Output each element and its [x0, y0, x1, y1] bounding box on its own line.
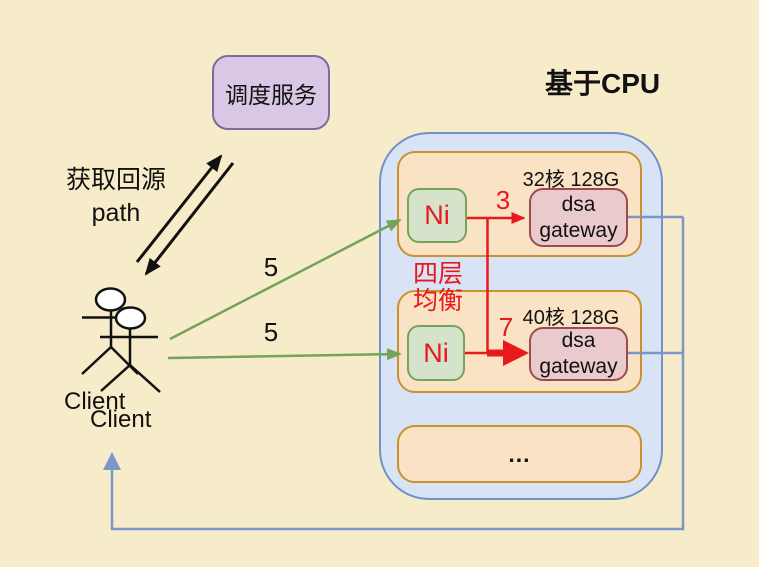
fetch-path-label: 获取回源 path: [38, 164, 194, 230]
client-label-front: Client: [90, 406, 152, 433]
fetch-path-line1: 获取回源: [65, 166, 166, 194]
node-box-more: ...: [397, 425, 642, 483]
client-stick-figures-icon: [81, 287, 161, 393]
gateway-box-2: dsa gateway: [529, 327, 628, 381]
ni-label-1: Ni: [424, 200, 450, 230]
ni-label-2: Ni: [423, 337, 449, 368]
l4-balancer-label: 四层 均衡: [406, 261, 470, 315]
ni-box-2: Ni: [407, 325, 465, 381]
edge-label-client-to-ni2: 5: [263, 317, 279, 347]
cpu-cluster-title: 基于CPU: [545, 68, 661, 99]
node-spec-1: 32核 128G: [522, 169, 620, 191]
fetch-path-line2: path: [91, 199, 141, 227]
edge-label-ni2-to-gw2: 7: [498, 312, 514, 342]
scheduler-service-box: 调度服务: [212, 55, 330, 130]
ellipsis-label: ...: [508, 440, 531, 467]
gateway-1-line2: gateway: [539, 218, 618, 242]
gateway-box-1: dsa gateway: [529, 188, 628, 247]
edge-label-ni1-to-gw1: 3: [495, 185, 511, 215]
gateway-1-line1: dsa: [561, 192, 596, 216]
l4-balancer-line1: 四层: [412, 260, 463, 288]
l4-balancer-line2: 均衡: [412, 287, 463, 315]
ni-box-1: Ni: [407, 188, 467, 243]
edge-label-client-to-ni1: 5: [263, 252, 279, 282]
return-arrow-head: [103, 452, 121, 470]
scheduler-service-label: 调度服务: [225, 81, 317, 108]
gateway-2-line1: dsa: [561, 329, 596, 352]
gateway-2-line2: gateway: [539, 355, 618, 378]
arrow-client-to-ni2: [167, 348, 402, 361]
